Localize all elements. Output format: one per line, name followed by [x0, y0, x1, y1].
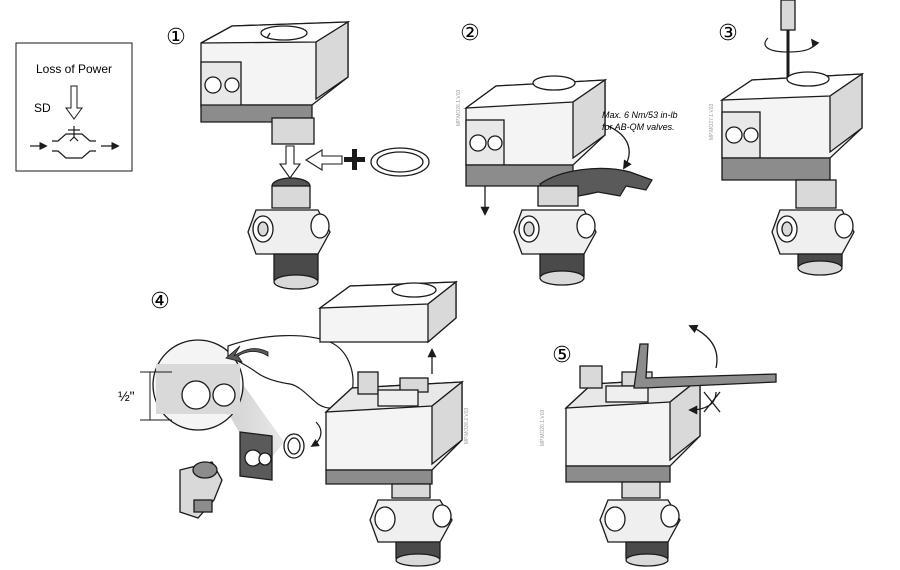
- legend-title: Loss of Power: [36, 62, 112, 76]
- torque-text-line2: for AB-QM valves.: [602, 122, 675, 132]
- step-2-doc-code: MP.MO26.1.V03: [456, 89, 462, 126]
- dimension-marker: [140, 371, 172, 421]
- step-1-actuator: [200, 20, 351, 145]
- conduit-fitting-icon: [179, 461, 223, 519]
- step-3-doc-code: MP.MO27.1.V03: [709, 103, 715, 140]
- torque-text-line1: Max. 6 Nm/53 in-lb: [602, 110, 678, 120]
- step-4-rotate-arrow-icon: [310, 421, 322, 447]
- step-2-number: ②: [460, 20, 480, 45]
- loss-of-power-legend: Loss of Power SD: [15, 42, 133, 172]
- step-1-number: ①: [166, 24, 186, 49]
- step-5-rotate-up-arrow-icon: [688, 324, 718, 369]
- adapter-ring-icon: [370, 147, 430, 177]
- step-4-lid: [317, 280, 458, 344]
- step-3-number: ③: [718, 20, 738, 45]
- screwdriver-icon: [780, 0, 796, 86]
- step-2-valve: [513, 185, 597, 286]
- step-4: ④ ½": [118, 280, 470, 567]
- step-5-valve: [599, 481, 681, 567]
- step-1: ①: [166, 20, 430, 290]
- dimension-label: ½": [118, 388, 135, 404]
- swipe-arrow-icon: [225, 345, 269, 363]
- step-4-number: ④: [150, 288, 170, 313]
- step-5-number: ⑤: [552, 342, 572, 367]
- plus-icon: [344, 149, 365, 170]
- step-5-doc-code: MP.MO26.1.V03: [540, 409, 546, 446]
- step-4-valve: [369, 483, 453, 567]
- step-3-rotate-arrow-icon: [764, 37, 820, 53]
- step-4-doc-code: MP.MO28.2.V03: [464, 407, 470, 444]
- knockout-plate-icon: [239, 431, 273, 481]
- step-3-actuator: [719, 71, 865, 181]
- step-2: ② Max. 6 Nm/53 in-lb for AB-QM valves. M…: [456, 20, 678, 286]
- zoom-callout-circle: [152, 339, 244, 431]
- cross-mark-icon: [703, 391, 721, 413]
- step-2-actuator: [463, 75, 608, 187]
- step-2-rotate-arrow-icon: [607, 125, 632, 170]
- valve-symbol-icon: [30, 126, 120, 159]
- legend-code: SD: [34, 101, 51, 115]
- step-5: ⑤ MP.MO26.1.V03: [540, 324, 777, 567]
- step-1-left-arrow-icon: [304, 149, 343, 171]
- step-3-valve: [771, 179, 855, 276]
- step-4-actuator-open: [324, 371, 464, 485]
- step-1-down-arrow-icon: [278, 145, 302, 179]
- legend-down-arrow-icon: [65, 85, 83, 120]
- step-3: ③ MP.MO27.1.V03: [709, 0, 865, 276]
- lock-nut-icon: [283, 433, 305, 459]
- step-1-valve: [247, 177, 331, 290]
- hex-key-icon: [633, 343, 777, 389]
